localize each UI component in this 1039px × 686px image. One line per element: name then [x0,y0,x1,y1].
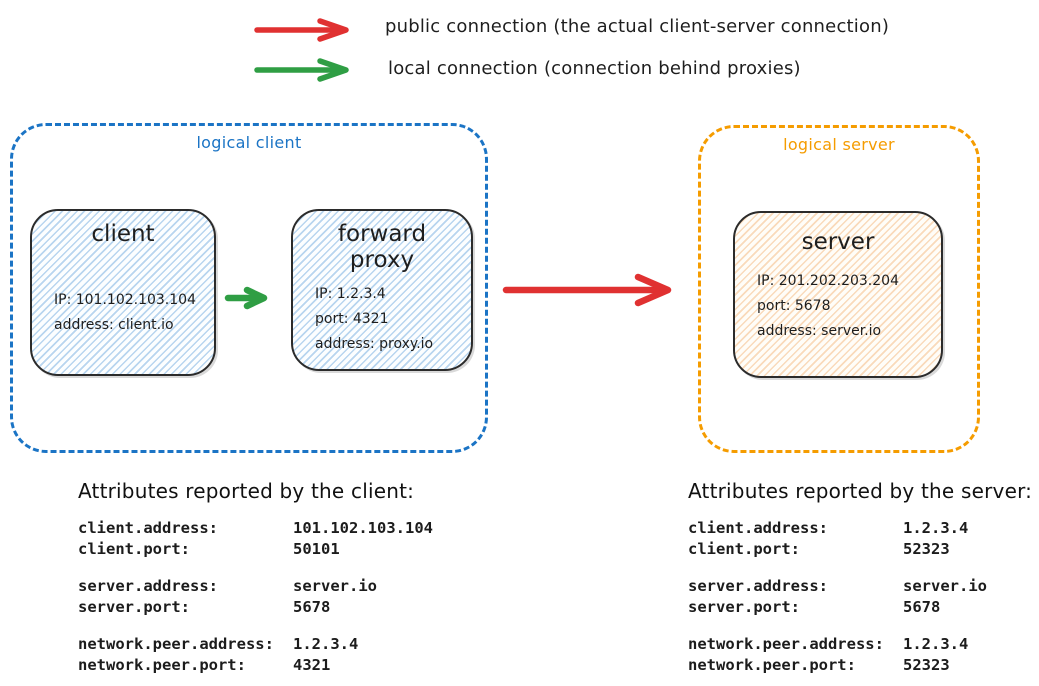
server-address: address: server.io [757,323,882,339]
attr-row: server.port: 5678 [688,598,941,616]
attr-row: client.address: 101.102.103.104 [78,519,433,537]
attr-row: server.port: 5678 [78,598,331,616]
client-ip: IP: 101.102.103.104 [54,292,196,308]
attr-row: server.address: server.io [688,577,987,595]
attr-row: client.port: 50101 [78,540,340,558]
attr-row: server.address: server.io [78,577,377,595]
server-attr-group-server: server.address: server.io server.port: 5… [688,576,1032,618]
client-to-proxy-arrow-icon [224,286,268,310]
server-node-title: server [801,229,875,255]
server-node: server IP: 201.202.203.204 port: 5678 ad… [733,211,943,378]
forward-proxy-node: forward proxy IP: 1.2.3.4 port: 4321 add… [291,209,473,371]
client-node-details: IP: 101.102.103.104 address: client.io [32,288,214,374]
attr-row: client.port: 52323 [688,540,950,558]
proxy-ip: IP: 1.2.3.4 [315,286,386,302]
client-address: address: client.io [54,317,174,333]
forward-proxy-node-title: forward proxy [337,221,427,274]
forward-proxy-node-details: IP: 1.2.3.4 port: 4321 address: proxy.io [293,282,471,369]
client-attr-group-network-peer: network.peer.address: 1.2.3.4 network.pe… [78,634,433,676]
client-to-server-arrow-icon [502,273,672,307]
public-connection-arrow-icon [254,18,349,42]
proxy-port: port: 4321 [315,311,389,327]
client-attributes-section: Attributes reported by the client: clien… [78,479,433,686]
logical-client-group: logical client client IP: 101.102.103.10… [10,123,488,453]
attr-row: network.peer.address: 1.2.3.4 [688,635,969,653]
client-attr-group-client: client.address: 101.102.103.104 client.p… [78,518,433,560]
server-attr-group-client: client.address: 1.2.3.4 client.port: 523… [688,518,1032,560]
client-attr-group-server: server.address: server.io server.port: 5… [78,576,433,618]
attr-row: network.peer.address: 1.2.3.4 [78,635,359,653]
server-attr-group-network-peer: network.peer.address: 1.2.3.4 network.pe… [688,634,1032,676]
logical-server-group: logical server server IP: 201.202.203.20… [698,125,980,453]
attr-row: network.peer.port: 4321 [78,656,331,674]
client-attributes-title: Attributes reported by the client: [78,479,415,503]
proxy-address: address: proxy.io [315,336,434,352]
attr-row: network.peer.port: 52323 [688,656,950,674]
local-connection-arrow-icon [254,58,349,82]
server-ip: IP: 201.202.203.204 [757,273,899,289]
server-attributes-title: Attributes reported by the server: [688,479,1033,503]
server-port: port: 5678 [757,298,831,314]
server-node-details: IP: 201.202.203.204 port: 5678 address: … [735,269,941,376]
logical-server-title: logical server [783,135,895,154]
attr-row: client.address: 1.2.3.4 [688,519,969,537]
legend-public-connection-label: public connection (the actual client-ser… [385,16,890,37]
legend-local-connection-label: local connection (connection behind prox… [388,58,801,79]
client-node-title: client [91,221,155,247]
logical-client-title: logical client [196,133,302,152]
client-node: client IP: 101.102.103.104 address: clie… [30,209,216,376]
server-attributes-section: Attributes reported by the server: clien… [688,479,1032,686]
